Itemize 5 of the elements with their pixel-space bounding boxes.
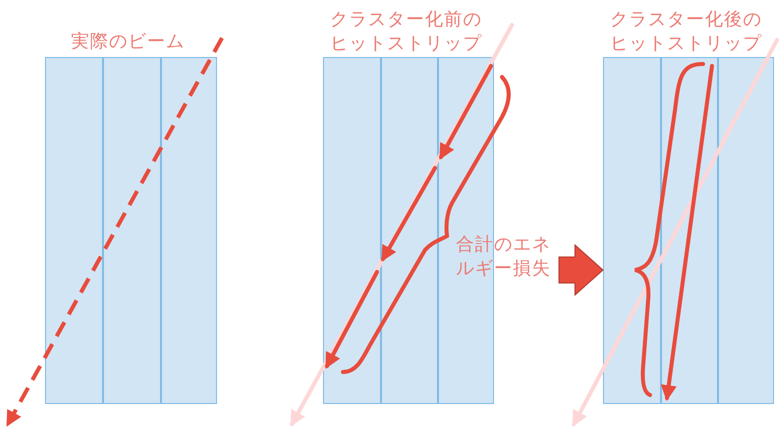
panel-title: 実際のビーム bbox=[71, 30, 186, 54]
panel-title: クラスター化後のヒットストリップ bbox=[610, 8, 763, 56]
block-arrow bbox=[558, 244, 604, 296]
annotation-text: 合計のエネルギー損失 bbox=[456, 233, 552, 281]
panel-title: クラスター化前のヒットストリップ bbox=[330, 8, 483, 56]
